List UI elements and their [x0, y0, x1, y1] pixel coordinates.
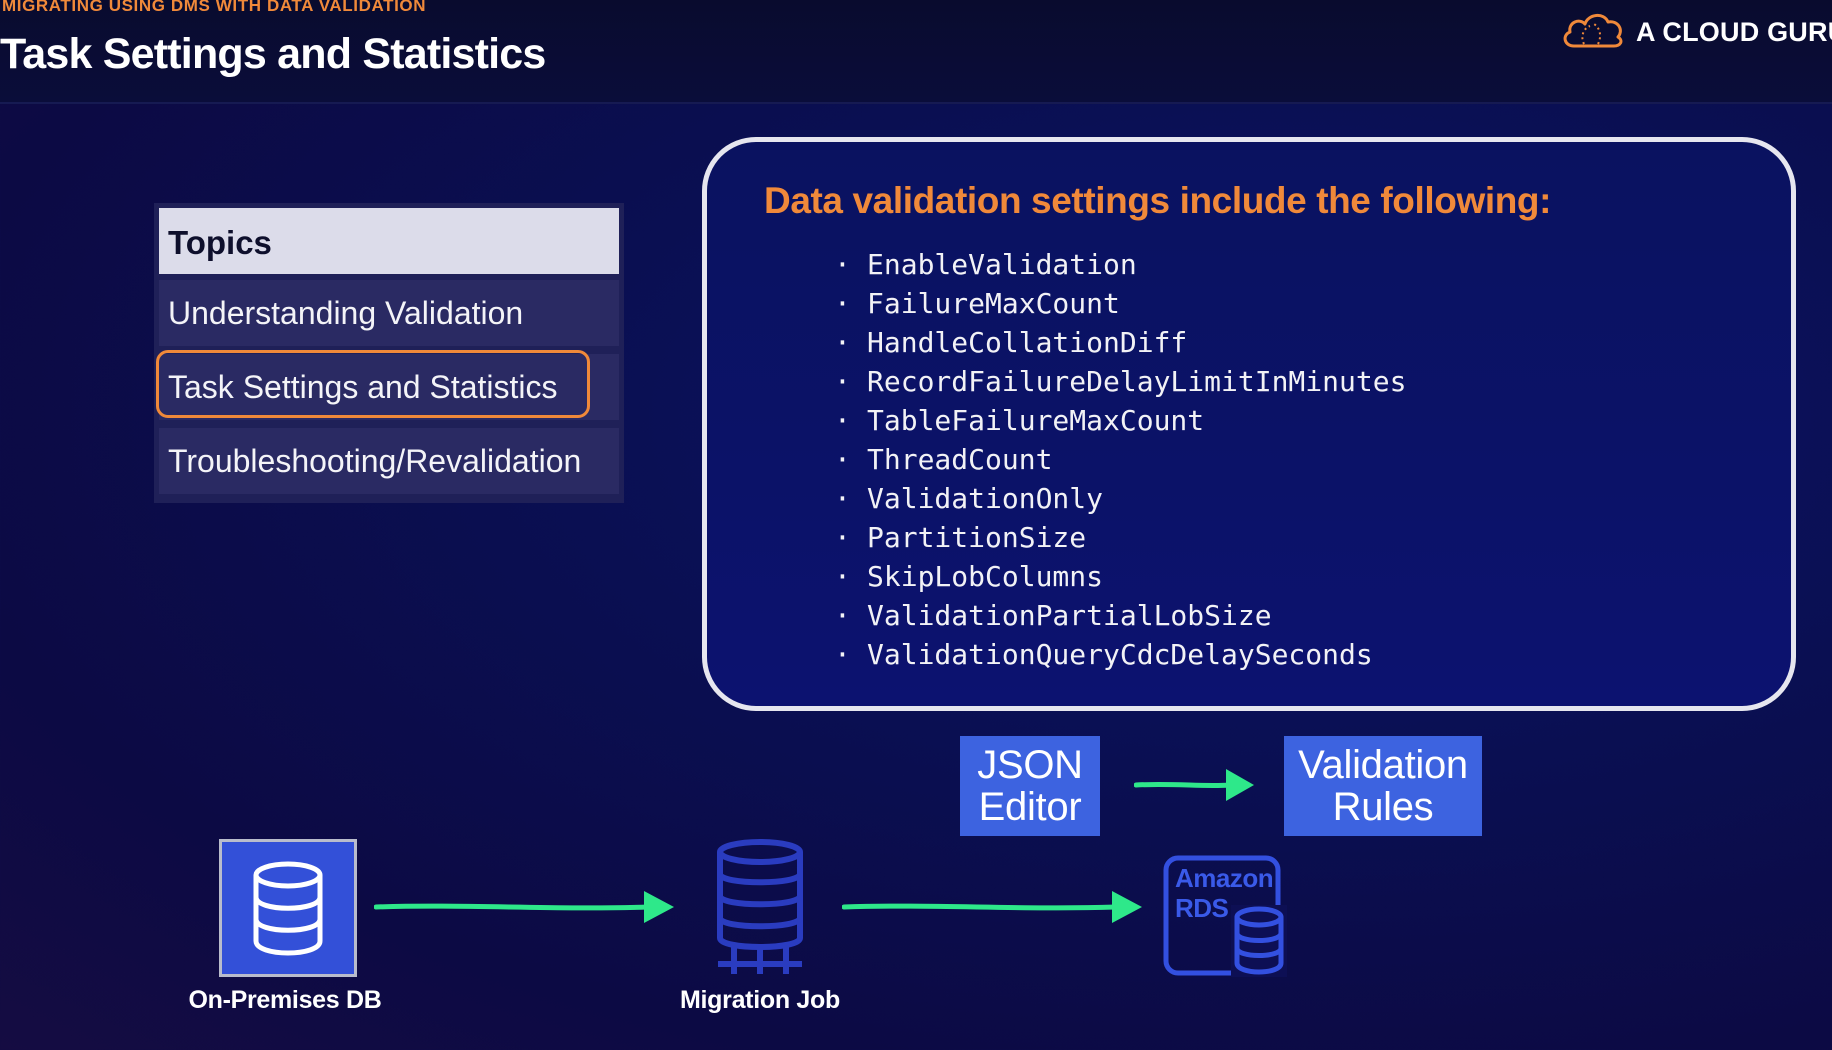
brand-logo: A CLOUD GURU [1560, 8, 1832, 52]
topic-item-troubleshooting[interactable]: Troubleshooting/Revalidation [159, 428, 619, 494]
setting-item: · HandleCollationDiff [834, 323, 1406, 362]
setting-name: ValidationPartialLobSize [867, 599, 1272, 632]
bullet-icon: · [834, 482, 851, 515]
bullet-icon: · [834, 248, 851, 281]
arrow-migration-to-rds [842, 891, 1142, 923]
validation-settings-box: Data validation settings include the fol… [702, 137, 1796, 711]
bullet-icon: · [834, 404, 851, 437]
bullet-icon: · [834, 599, 851, 632]
topic-label: Troubleshooting/Revalidation [168, 443, 582, 479]
settings-list: · EnableValidation · FailureMaxCount · Handle… [834, 245, 1406, 674]
setting-name: SkipLobColumns [867, 560, 1104, 593]
cloud-icon [1563, 14, 1623, 48]
topic-item-understanding-validation[interactable]: Understanding Validation [159, 280, 619, 346]
setting-name: ValidationQueryCdcDelaySeconds [867, 638, 1373, 671]
setting-name: FailureMaxCount [867, 287, 1120, 320]
validation-rules-box: Validation Rules [1284, 736, 1482, 836]
onprem-db-label: On-Premises DB [188, 986, 382, 1014]
json-editor-line1: JSON [977, 743, 1083, 787]
rds-frame-icon [1163, 855, 1287, 977]
arrow-onprem-to-migration [374, 891, 674, 923]
setting-item: · EnableValidation [834, 245, 1406, 284]
arrow-json-to-rules [1134, 769, 1254, 801]
brand-name: A CLOUD GURU [1636, 17, 1832, 47]
setting-name: ValidationOnly [867, 482, 1104, 515]
bullet-icon: · [834, 326, 851, 359]
setting-name: ThreadCount [867, 443, 1053, 476]
setting-name: RecordFailureDelayLimitInMinutes [867, 365, 1407, 398]
bullet-icon: · [834, 521, 851, 554]
bullet-icon: · [834, 287, 851, 320]
database-icon [219, 839, 357, 977]
rds-text-line1: Amazon [1175, 863, 1274, 893]
topic-label: Task Settings and Statistics [168, 369, 558, 405]
setting-item: · RecordFailureDelayLimitInMinutes [834, 362, 1406, 401]
validation-rules-line1: Validation [1298, 743, 1468, 787]
setting-item: · ValidationOnly [834, 479, 1406, 518]
setting-item: · SkipLobColumns [834, 557, 1406, 596]
rds-text-line2: RDS [1175, 893, 1229, 923]
json-editor-box: JSON Editor [960, 736, 1100, 836]
bullet-icon: · [834, 443, 851, 476]
topic-item-task-settings[interactable]: Task Settings and Statistics [156, 350, 619, 420]
bullet-icon: · [834, 560, 851, 593]
validation-rules-line2: Rules [1332, 785, 1434, 829]
settings-heading: Data validation settings include the fol… [764, 180, 1552, 221]
migration-job-label: Migration Job [680, 986, 840, 1014]
setting-item: · FailureMaxCount [834, 284, 1406, 323]
setting-item: · PartitionSize [834, 518, 1406, 557]
header-band [0, 0, 1832, 104]
migration-job-icon [717, 839, 803, 974]
active-topic-highlight [156, 350, 590, 418]
setting-item: · ValidationQueryCdcDelaySeconds [834, 635, 1406, 674]
setting-name: HandleCollationDiff [867, 326, 1188, 359]
bullet-icon: · [834, 638, 851, 671]
page-title: Task Settings and Statistics [0, 30, 546, 78]
json-editor-line2: Editor [978, 785, 1082, 829]
setting-item: · ThreadCount [834, 440, 1406, 479]
setting-name: PartitionSize [867, 521, 1087, 554]
topic-label: Understanding Validation [168, 295, 524, 331]
setting-item: · ValidationPartialLobSize [834, 596, 1406, 635]
bullet-icon: · [834, 365, 851, 398]
setting-name: EnableValidation [867, 248, 1137, 281]
section-eyebrow: MIGRATING USING DMS WITH DATA VALIDATION [2, 0, 427, 15]
setting-item: · TableFailureMaxCount [834, 401, 1406, 440]
topics-panel: Topics Understanding Validation Task Set… [154, 203, 624, 503]
amazon-rds-icon: Amazon RDS [1163, 855, 1287, 977]
setting-name: TableFailureMaxCount [867, 404, 1205, 437]
topics-header: Topics [159, 208, 619, 274]
